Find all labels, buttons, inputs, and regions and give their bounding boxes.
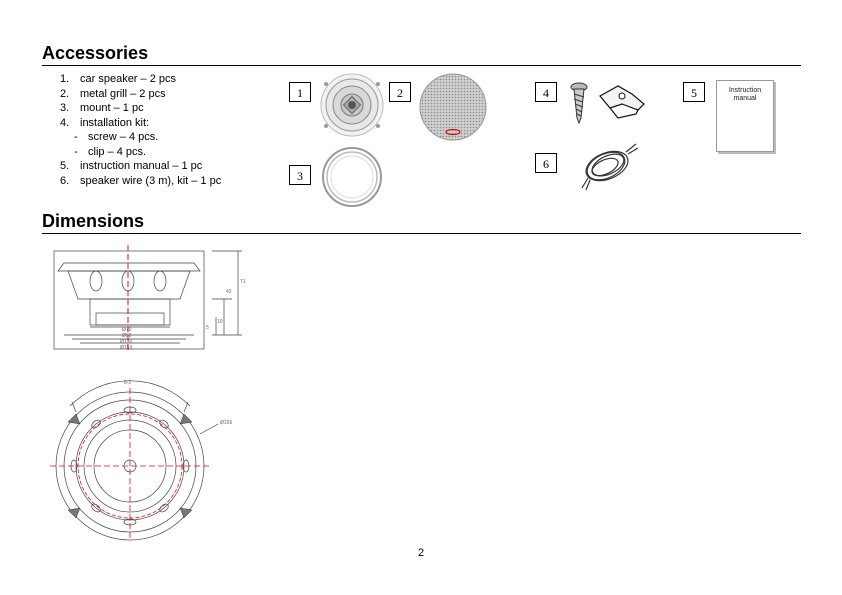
figure-label-1: 1	[289, 82, 311, 102]
list-item: 1.car speaker – 2 pcs	[60, 73, 176, 85]
speaker-side-view-drawing: Ø70 Ø90 Ø130 Ø153 42 5 10 71	[53, 245, 246, 353]
dimension-label: 8-2	[124, 380, 131, 386]
metal-grill-image	[419, 73, 487, 141]
dimension-label: Ø70	[122, 327, 132, 333]
dimension-label: 10	[217, 319, 223, 325]
manual-cover-text: Instruction manual	[728, 87, 762, 102]
dimension-label: 71	[240, 279, 246, 285]
figure-label-2: 2	[389, 82, 411, 102]
speaker-top-view-drawing: Ø156 8-2	[50, 380, 232, 541]
mount-ring-image	[322, 147, 382, 207]
dimension-label: 5	[206, 325, 209, 331]
list-item: 6.speaker wire (3 m), kit – 1 pc	[60, 174, 222, 187]
figure-label-5: 5	[683, 82, 705, 102]
dimension-label: Ø130	[120, 339, 132, 345]
dimension-label: Ø90	[122, 333, 132, 339]
speaker-wire-image	[581, 143, 639, 191]
dimensions-rule	[42, 233, 801, 234]
figure-label-4: 4	[535, 82, 557, 102]
car-speaker-image	[320, 73, 384, 137]
dimension-label: 42	[226, 289, 232, 295]
dimension-label: Ø153	[120, 345, 132, 351]
list-subitem: -clip – 4 pcs.	[74, 145, 147, 158]
figure-label-6: 6	[535, 153, 557, 173]
accessories-list: 1.car speaker – 2 pcs 2.metal grill – 2 …	[60, 72, 221, 188]
dimension-label: Ø156	[220, 420, 232, 426]
list-item: 2.metal grill – 2 pcs	[60, 87, 166, 100]
accessories-rule	[42, 65, 801, 66]
figure-label-3: 3	[289, 165, 311, 185]
list-item: 3.mount – 1 pc	[60, 102, 144, 114]
dimensions-heading: Dimensions	[42, 211, 145, 231]
list-subitem: -screw – 4 pcs.	[74, 131, 159, 143]
instruction-manual-image: Instruction manual	[716, 80, 774, 152]
list-item: 4.installation kit:	[60, 116, 150, 129]
page-number: 2	[417, 547, 425, 559]
screw-clip-image	[570, 82, 645, 125]
list-item: 5.instruction manual – 1 pc	[60, 160, 203, 172]
accessories-heading: Accessories	[42, 43, 149, 63]
